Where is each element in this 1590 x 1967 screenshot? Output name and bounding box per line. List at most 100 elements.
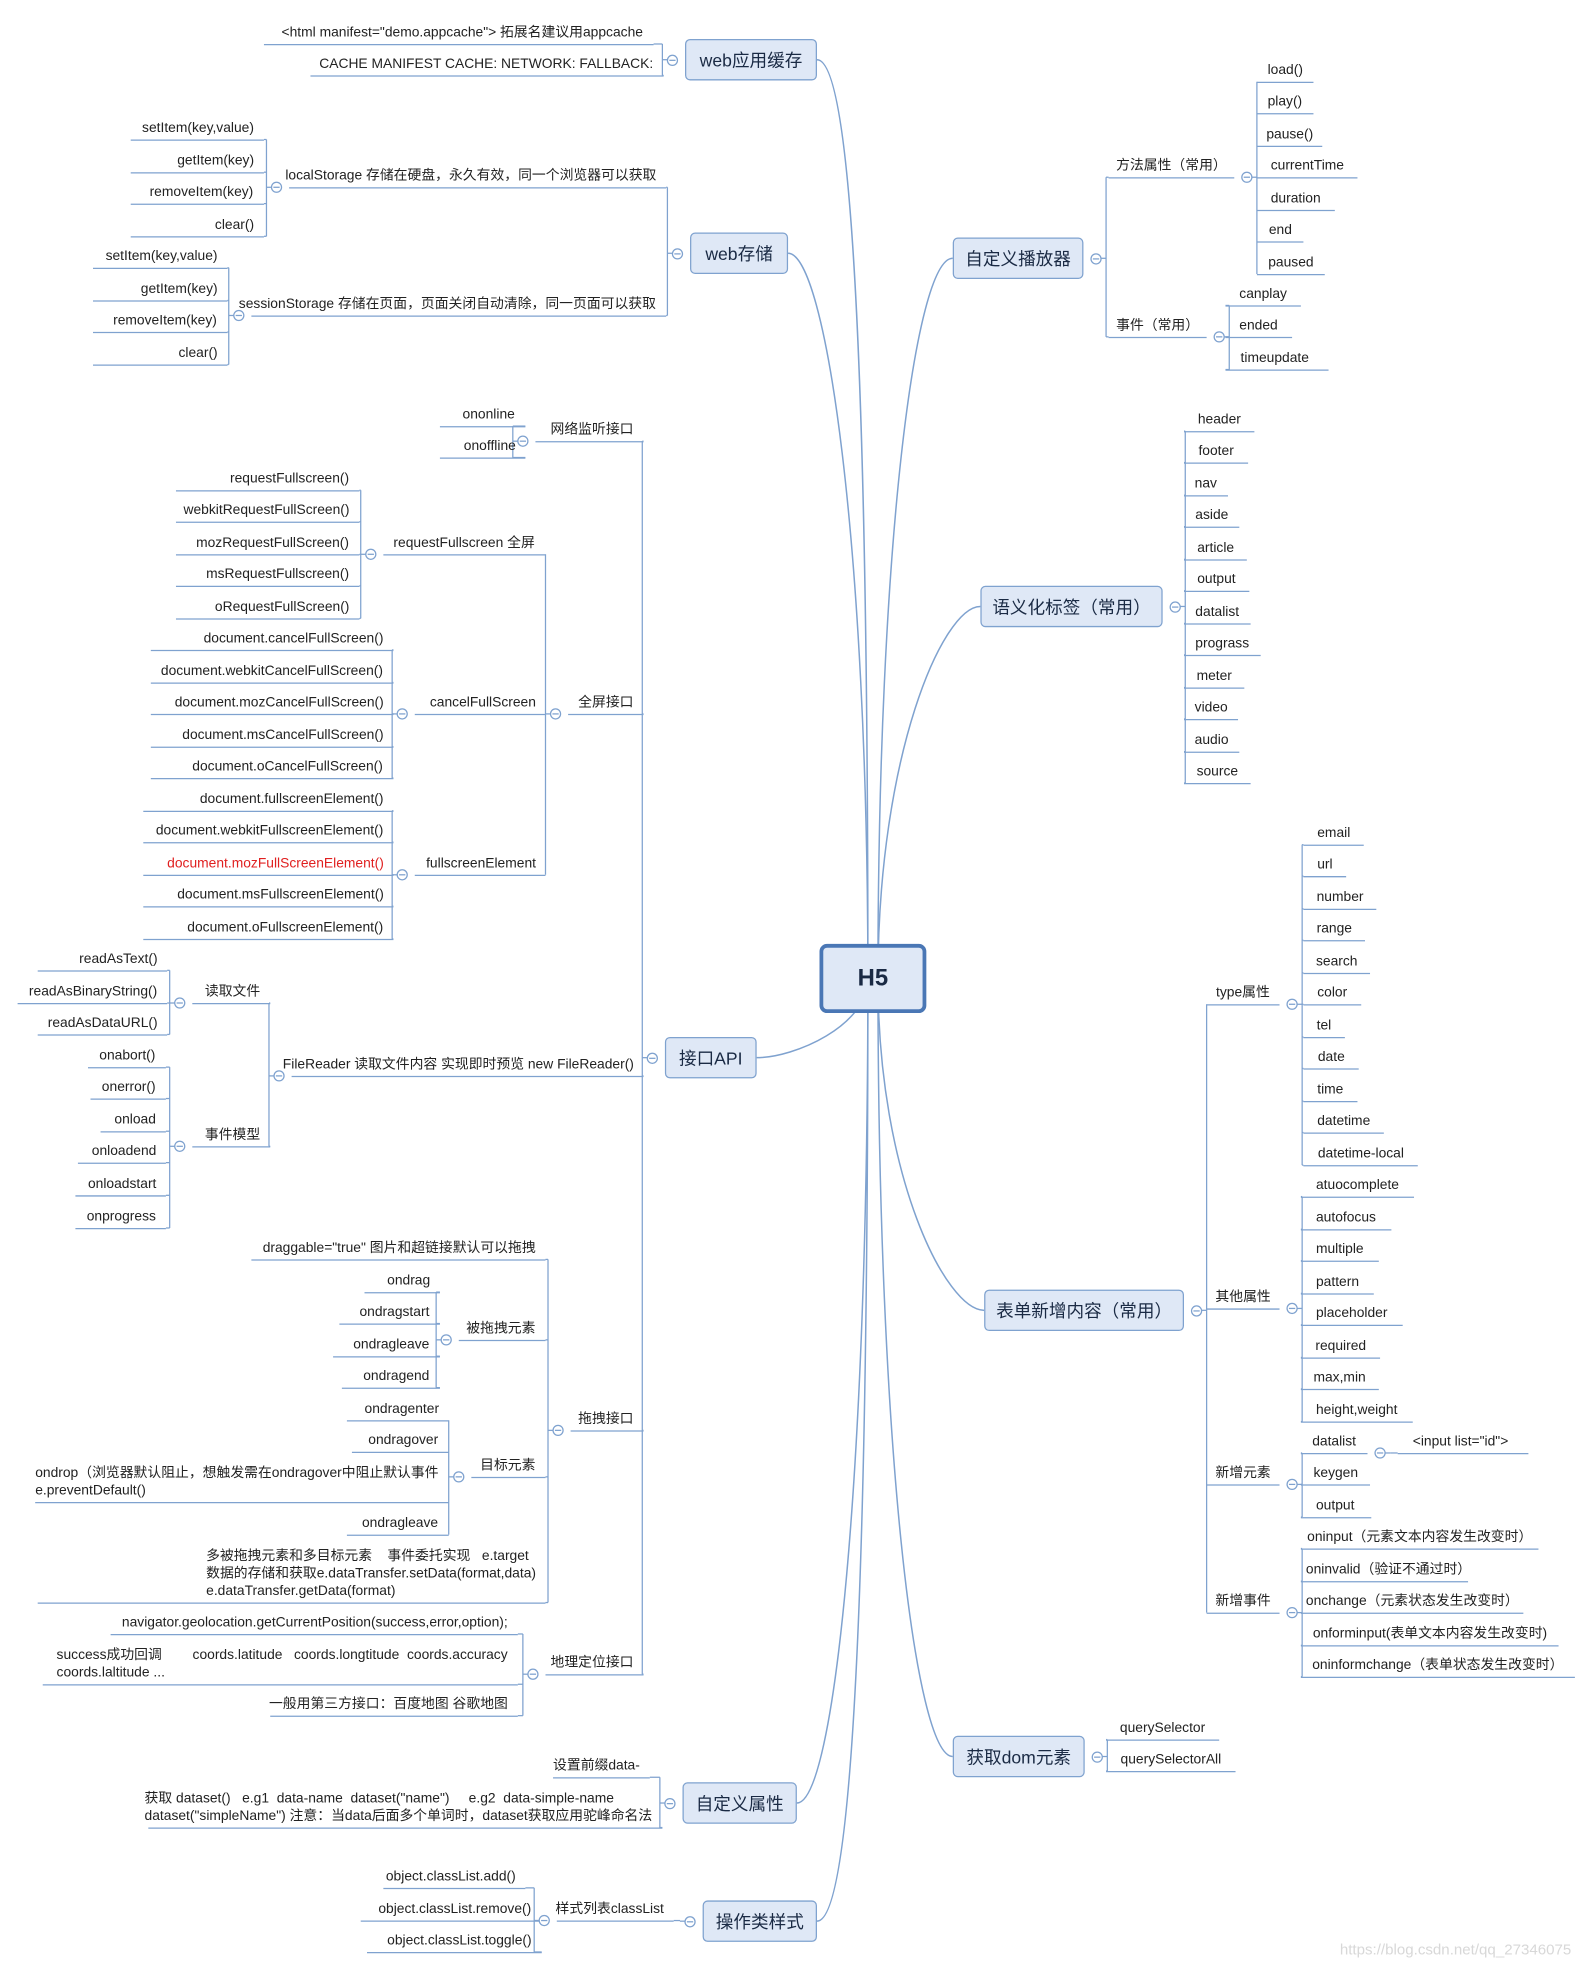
node-label: url — [1317, 857, 1333, 873]
node-label: canplay — [1239, 286, 1287, 302]
node-label: readAsText() — [79, 951, 158, 967]
collapse-toggle[interactable] — [1190, 1304, 1203, 1316]
collapse-toggle[interactable] — [1213, 331, 1225, 343]
node-label: output — [1315, 1498, 1355, 1514]
branch-storage[interactable]: web存储 — [690, 232, 789, 275]
node-label: onchange（元素状态发生改变时） — [1305, 1593, 1519, 1609]
node-label: object.classList.add() — [385, 1869, 516, 1885]
node-label: paused — [1268, 255, 1314, 271]
node-label: pattern — [1315, 1274, 1360, 1290]
node-label: tel — [1316, 1018, 1332, 1034]
node-label: article — [1197, 540, 1235, 556]
collapse-toggle[interactable] — [666, 54, 679, 66]
collapse-toggle[interactable] — [1090, 252, 1102, 264]
collapse-toggle[interactable] — [517, 435, 529, 447]
node-label: prograss — [1195, 635, 1250, 652]
node-label: range — [1316, 921, 1352, 937]
collapse-toggle[interactable] — [1169, 600, 1181, 613]
collapse-toggle[interactable] — [273, 1070, 285, 1082]
node-label: CACHE MANIFEST CACHE: NETWORK: FALLBACK: — [319, 56, 654, 72]
node-label: 样式列表classList — [555, 1901, 664, 1917]
node-label: 设置前缀data- — [553, 1758, 640, 1774]
collapse-toggle[interactable] — [365, 548, 377, 560]
node-label: document.webkitCancelFullScreen() — [160, 663, 383, 679]
node-label: meter — [1196, 668, 1232, 684]
node-label: duration — [1270, 191, 1321, 207]
collapse-toggle[interactable] — [538, 1914, 550, 1927]
collapse-toggle[interactable] — [174, 997, 186, 1009]
branch-forms[interactable]: 表单新增内容（常用） — [984, 1289, 1184, 1332]
collapse-toggle[interactable] — [671, 247, 684, 259]
collapse-toggle[interactable] — [453, 1471, 465, 1483]
collapse-toggle[interactable] — [396, 869, 408, 881]
collapse-toggle[interactable] — [174, 1140, 186, 1152]
collapse-toggle[interactable] — [1374, 1447, 1386, 1459]
collapse-toggle[interactable] — [684, 1915, 696, 1927]
node-label: webkitRequestFullScreen() — [183, 502, 350, 518]
node-label: play() — [1267, 94, 1303, 110]
node-label: removeItem(key) — [113, 312, 217, 329]
collapse-toggle[interactable] — [1286, 1478, 1298, 1491]
node-label: localStorage 存储在硬盘，永久有效，同一个浏览器可以获取 — [285, 168, 657, 184]
node-label: clear() — [178, 345, 218, 361]
collapse-toggle[interactable] — [440, 1334, 452, 1346]
branch-classlist[interactable]: 操作类样式 — [702, 1900, 817, 1942]
node-label: 其他属性 — [1215, 1289, 1271, 1305]
branch-dom[interactable]: 获取dom元素 — [952, 1735, 1085, 1778]
node-label: header — [1197, 412, 1241, 428]
node-label: onabort() — [99, 1048, 156, 1064]
node-label: 读取文件 — [204, 984, 261, 1000]
node-label: setItem(key,value) — [105, 248, 218, 264]
node-label: FileReader 读取文件内容 实现即时预览 new FileReader(… — [282, 1057, 634, 1073]
collapse-toggle[interactable] — [270, 181, 283, 193]
node-label: email — [1317, 825, 1351, 841]
collapse-toggle[interactable] — [664, 1797, 676, 1809]
node-label: 事件（常用） — [1116, 317, 1200, 334]
node-label: document.oFullscreenElement() — [187, 920, 384, 936]
collapse-toggle[interactable] — [1091, 1750, 1103, 1763]
node-label: 被拖拽元素 — [466, 1321, 536, 1337]
node-label: 地理定位接口 — [550, 1655, 634, 1671]
node-label: date — [1317, 1049, 1345, 1065]
node-label: document.msFullscreenElement() — [177, 887, 384, 903]
watermark: https://blog.csdn.net/qq_27346075 — [1339, 1940, 1572, 1959]
node-label: 获取 dataset() e.g1 data-name dataset("nam… — [144, 1791, 653, 1824]
node-label: required — [1315, 1338, 1367, 1354]
collapse-toggle[interactable] — [233, 309, 245, 322]
node-label: document.msCancelFullScreen() — [182, 727, 384, 743]
branch-dataattr[interactable]: 自定义属性 — [682, 1782, 797, 1824]
branch-appcache[interactable]: web应用缓存 — [685, 38, 817, 81]
node-label: onprogress — [86, 1209, 156, 1225]
node-label: 新增事件 — [1215, 1593, 1271, 1609]
node-label: search — [1315, 953, 1358, 970]
node-label: removeItem(key) — [149, 184, 254, 200]
root-node[interactable]: H5 — [819, 943, 927, 1014]
collapse-toggle[interactable] — [552, 1424, 564, 1437]
node-label: oninformchange（表单状态发生改变时） — [1312, 1657, 1564, 1673]
collapse-toggle[interactable] — [1286, 1302, 1298, 1315]
collapse-toggle[interactable] — [549, 708, 562, 720]
node-label: document.cancelFullScreen() — [203, 630, 384, 647]
collapse-toggle[interactable] — [527, 1668, 539, 1680]
collapse-toggle[interactable] — [1286, 1606, 1298, 1619]
branch-api[interactable]: 接口API — [664, 1036, 757, 1079]
node-label: 一般用第三方接口：百度地图 谷歌地图 — [268, 1696, 508, 1712]
node-label: end — [1268, 222, 1292, 238]
node-label: 网络监听接口 — [550, 422, 634, 438]
node-label: ended — [1239, 317, 1278, 334]
node-label: readAsDataURL() — [47, 1015, 158, 1031]
collapse-toggle[interactable] — [646, 1052, 658, 1064]
collapse-toggle[interactable] — [396, 708, 408, 720]
node-label: nav — [1194, 476, 1217, 492]
branch-semantic[interactable]: 语义化标签（常用） — [980, 585, 1163, 628]
node-label: object.classList.remove() — [378, 1901, 532, 1917]
node-label: getItem(key) — [140, 281, 218, 297]
node-label: footer — [1198, 443, 1234, 459]
branch-player[interactable]: 自定义播放器 — [952, 237, 1084, 280]
node-label: <input list="id"> — [1412, 1434, 1509, 1450]
node-label: getItem(key) — [177, 153, 255, 169]
collapse-toggle[interactable] — [1286, 998, 1298, 1010]
collapse-toggle[interactable] — [1241, 171, 1253, 183]
node-label: 全屏接口 — [578, 695, 634, 711]
